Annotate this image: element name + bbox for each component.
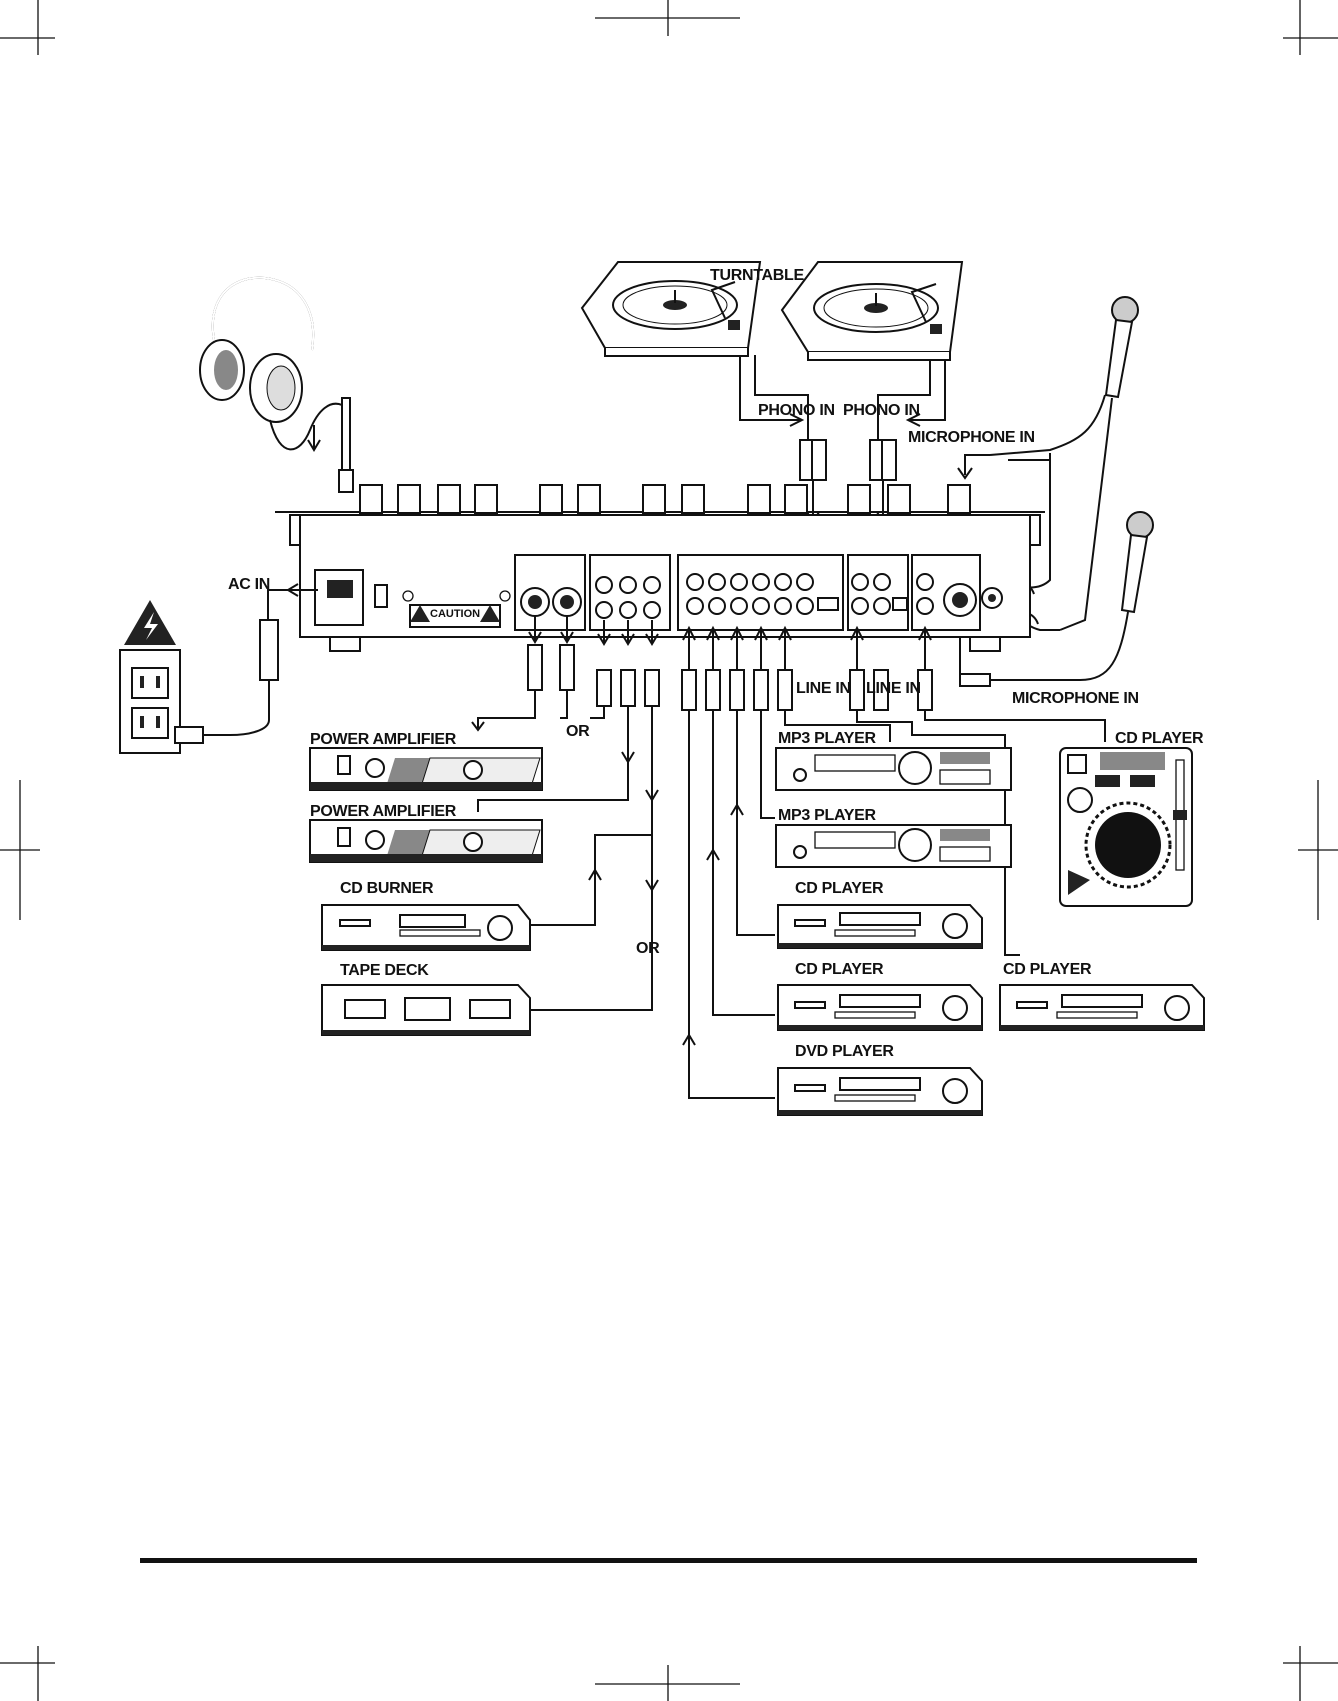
headphones-icon — [199, 276, 354, 493]
cd-player-label-2: CD PLAYER — [795, 961, 884, 978]
output-cables — [471, 616, 660, 1011]
cd-player-label-3: CD PLAYER — [1003, 961, 1092, 978]
turntable-left — [580, 261, 762, 357]
phono-in-label-2: PHONO IN — [843, 402, 920, 419]
warning-icon — [124, 600, 176, 645]
input-jacks — [686, 573, 1003, 617]
power-amplifier-1 — [309, 747, 543, 791]
line-in-label-2: LINE IN — [866, 680, 921, 697]
line-in-cables — [681, 625, 1106, 1099]
mixer-rear-panel: CAUTION — [275, 484, 1045, 652]
power-cable — [200, 583, 318, 736]
mp3-player-1 — [775, 747, 1012, 791]
ac-in-label: AC IN — [228, 576, 270, 593]
power-amplifier-label-1: POWER AMPLIFIER — [310, 731, 457, 748]
line-in-label-1: LINE IN — [796, 680, 851, 697]
phono-cables — [739, 355, 946, 524]
cd-player-3 — [999, 984, 1205, 1031]
power-amplifier-2 — [309, 819, 543, 863]
dvd-player-label: DVD PLAYER — [795, 1043, 894, 1060]
microphone-in-label-top: MICROPHONE IN — [908, 429, 1035, 446]
mp3-player-label-2: MP3 PLAYER — [778, 807, 877, 824]
tape-deck — [321, 984, 531, 1036]
cd-player-label-top: CD PLAYER — [1115, 730, 1204, 747]
turntable-right — [780, 261, 964, 361]
cd-player-2 — [777, 984, 983, 1031]
cd-burner-label: CD BURNER — [340, 880, 434, 897]
dvd-player — [777, 1067, 983, 1116]
or-label-top: OR — [566, 723, 590, 740]
footer-rule — [140, 1558, 1197, 1563]
power-amplifier-label-2: POWER AMPLIFIER — [310, 803, 457, 820]
or-label-bottom: OR — [636, 940, 660, 957]
wall-outlet-icon — [119, 649, 204, 754]
cd-player-label-1: CD PLAYER — [795, 880, 884, 897]
tabletop-cd-player — [1059, 747, 1193, 907]
mp3-player-2 — [775, 824, 1012, 868]
microphone-bottom-icon — [959, 511, 1154, 687]
mp3-player-label-1: MP3 PLAYER — [778, 730, 877, 747]
cd-player-1 — [777, 904, 983, 949]
caution-label: CAUTION — [430, 608, 480, 620]
output-jacks — [520, 576, 661, 619]
microphone-in-label-bottom: MICROPHONE IN — [1012, 690, 1139, 707]
phono-in-label-1: PHONO IN — [758, 402, 835, 419]
mixer-knobs — [359, 484, 971, 514]
tape-deck-label: TAPE DECK — [340, 962, 429, 979]
turntable-label: TURNTABLE — [710, 267, 805, 284]
cd-burner — [321, 904, 531, 951]
